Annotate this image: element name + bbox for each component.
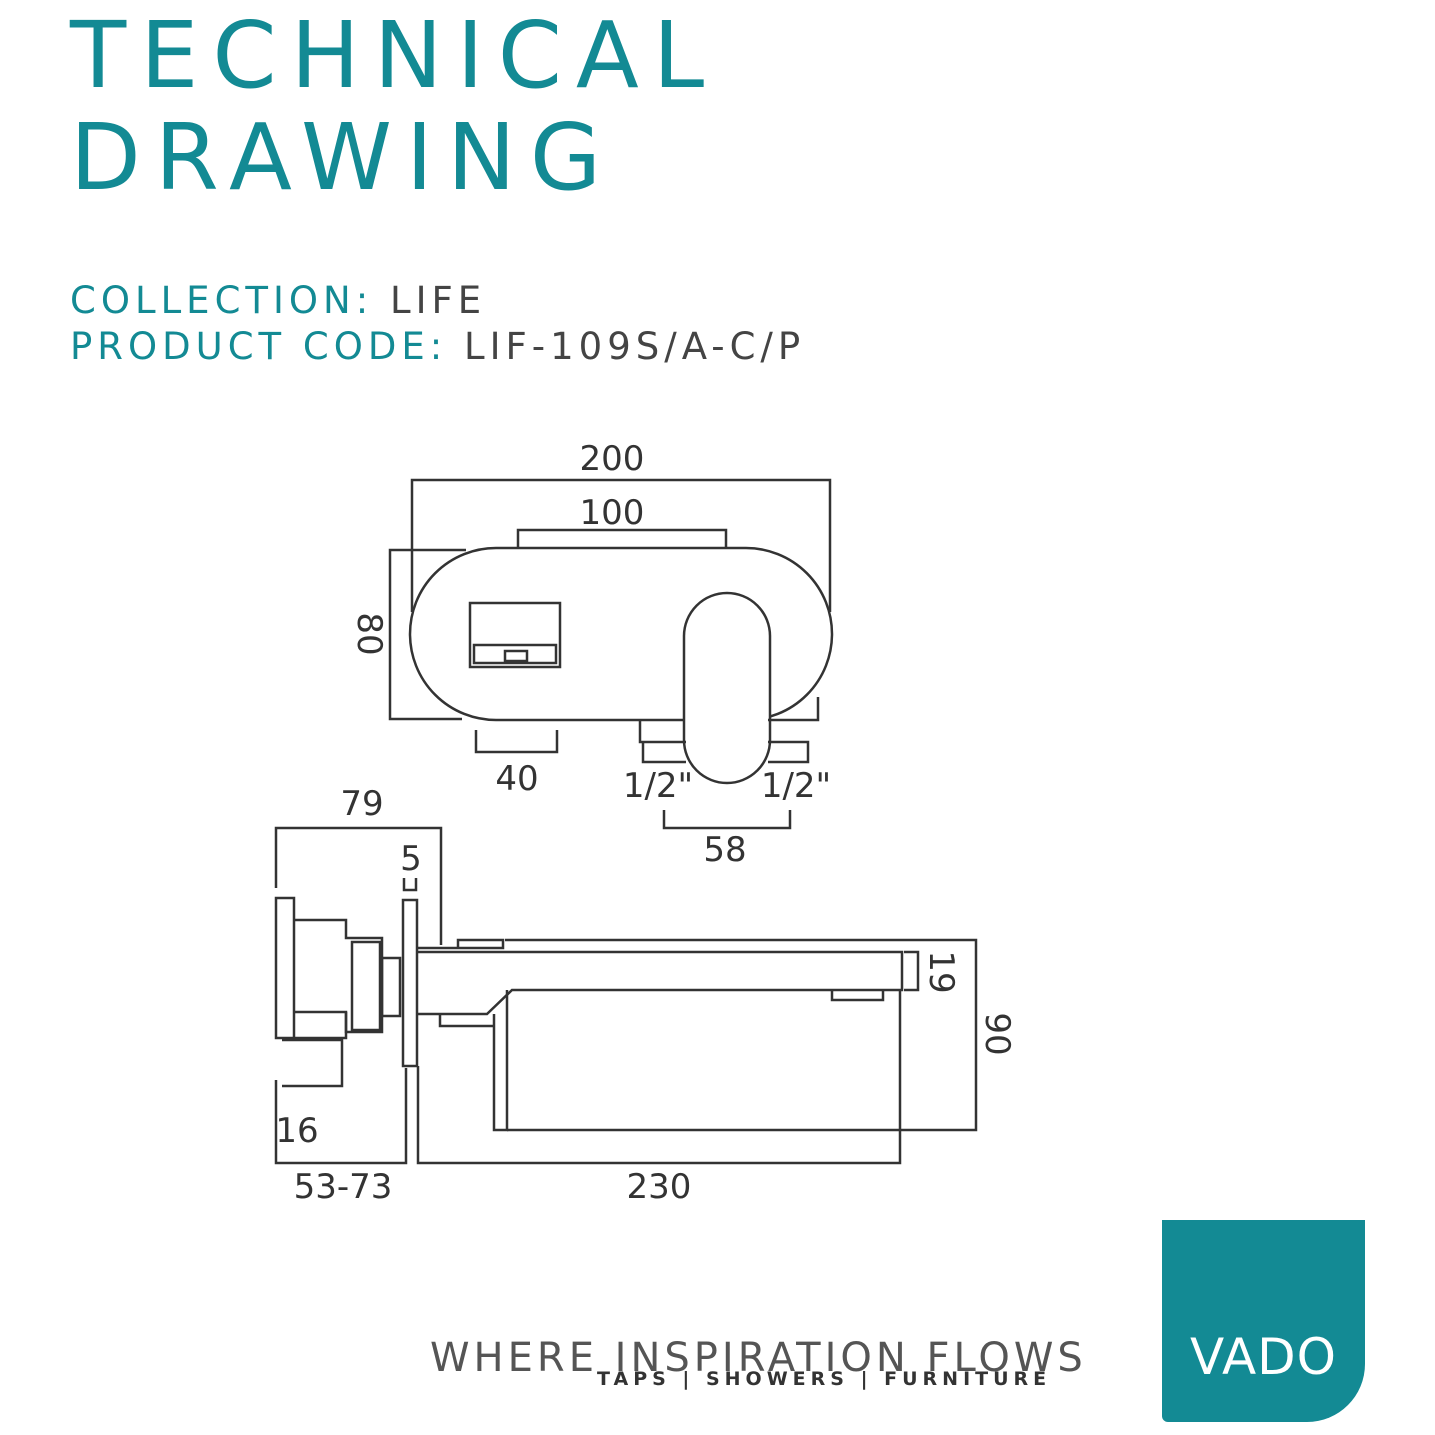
dim-overall-width: 200 (580, 439, 645, 479)
dim-inlet-right: 1/2" (761, 766, 831, 806)
product-code-value: LIF-109S/A-C/P (463, 325, 806, 368)
collection-value: LIFE (389, 279, 487, 322)
brand-tagline: WHERE INSPIRATION FLOWS (430, 1335, 1087, 1381)
dim-spout-height: 19 (921, 950, 961, 993)
logo-text: VADO (1189, 1328, 1338, 1386)
top-view-dimension-lines (388, 478, 832, 830)
vado-logo: VADO (1162, 1220, 1365, 1422)
page-title-line-1: TECHNICAL (70, 2, 719, 109)
side-view-dimension-lines (274, 826, 978, 1165)
dim-inlet-spacing: 58 (703, 830, 746, 870)
top-view-outline (408, 546, 834, 785)
dim-valve-offset: 16 (275, 1111, 318, 1151)
brand-subline: TAPS | SHOWERS | FURNITURE (597, 1368, 1052, 1390)
product-code-line: PRODUCT CODE: LIF-109S/A-C/P (70, 328, 805, 365)
dim-spout-projection: 230 (627, 1167, 692, 1207)
collection-label: COLLECTION: (70, 279, 374, 322)
dim-plate-center-width: 100 (580, 493, 645, 533)
dimension-labels: 200 100 80 40 1/2" 1/2" 58 79 5 19 90 16… (275, 439, 1017, 1207)
product-code-label: PRODUCT CODE: (70, 325, 448, 368)
dim-height-80: 80 (349, 612, 389, 655)
collection-line: COLLECTION: LIFE (70, 282, 486, 319)
dim-overall-depth: 79 (340, 784, 383, 824)
dim-overall-height: 90 (977, 1012, 1017, 1055)
dim-plate-thickness: 5 (400, 839, 422, 879)
dim-outlet-width: 40 (495, 759, 538, 799)
side-view-outline (274, 896, 904, 1132)
dim-wall-range: 53-73 (294, 1167, 393, 1207)
dim-inlet-left: 1/2" (623, 766, 693, 806)
page-title-line-2: DRAWING (70, 104, 616, 211)
